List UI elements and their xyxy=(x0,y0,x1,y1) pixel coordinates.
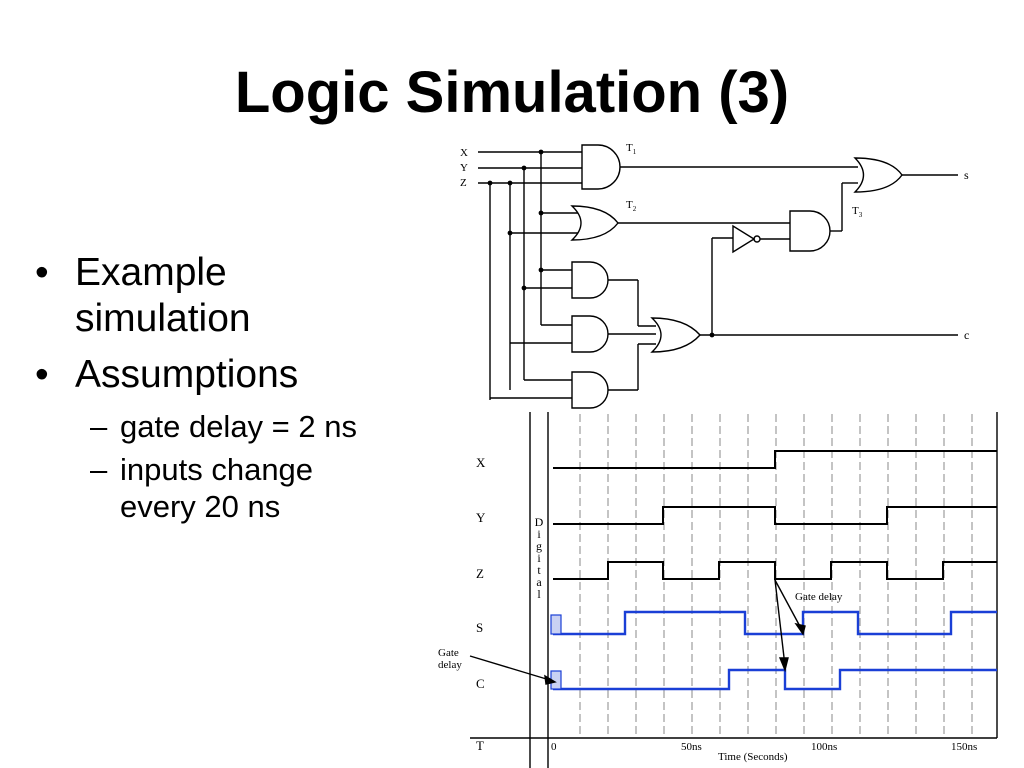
sub-bullet-text-line: gate delay = 2 ns xyxy=(120,409,357,444)
gate-label-t2: T2 xyxy=(626,199,637,213)
sub-bullet-text-line: every 20 ns xyxy=(120,489,281,524)
vertical-label-letter: D xyxy=(535,515,544,529)
x-axis-label: Time (Seconds) xyxy=(718,751,788,763)
slide-title: Logic Simulation (3) xyxy=(234,60,790,125)
x-tick-0: 0 xyxy=(551,741,557,753)
bullet-text-line: Example xyxy=(75,251,227,294)
vertical-label-letter: i xyxy=(537,527,541,541)
sub-bullet-gate-delay: – gate delay = 2 ns xyxy=(30,408,440,445)
waveform-y xyxy=(553,506,997,525)
x-tick-50ns: 50ns xyxy=(681,741,702,753)
output-label-s: s xyxy=(964,168,969,182)
x-tick-100ns: 100ns xyxy=(811,741,837,753)
waveform-x xyxy=(553,450,997,469)
waveform-s xyxy=(553,610,997,636)
signal-label-c: C xyxy=(476,676,485,691)
x-tick-150ns: 150ns xyxy=(951,741,977,753)
bullet-text-line: simulation xyxy=(75,297,251,340)
input-label-y: Y xyxy=(460,162,468,174)
bullet-list: • Example simulation • Assumptions – gat… xyxy=(30,250,440,531)
vertical-label-letter: t xyxy=(537,563,541,577)
signal-label-x: X xyxy=(476,455,486,470)
vertical-label-letter: i xyxy=(537,551,541,565)
signal-label-z: Z xyxy=(476,566,484,581)
annotation-gate-delay-left-1: Gate xyxy=(438,647,459,659)
signal-label-s: S xyxy=(476,620,483,635)
input-label-z: Z xyxy=(460,177,467,189)
signal-label-t: T xyxy=(476,738,484,753)
vertical-label-letter: g xyxy=(536,539,542,553)
annotation-gate-delay-left-2: delay xyxy=(438,659,462,671)
sub-bullet-text-line: inputs change xyxy=(120,452,314,487)
vertical-label-letter: l xyxy=(537,587,541,601)
vertical-label-letter: a xyxy=(536,575,542,589)
bullet-dot: • xyxy=(35,251,49,294)
waveform-c xyxy=(553,668,997,691)
gate-label-t3: T3 xyxy=(852,205,863,219)
sub-bullet-dash: – xyxy=(90,409,108,444)
input-label-x: X xyxy=(460,147,468,159)
bullet-example-simulation: • Example simulation xyxy=(30,250,440,342)
annotation-gate-delay: Gate delay xyxy=(795,591,843,603)
output-label-c: c xyxy=(964,328,969,342)
bullet-assumptions: • Assumptions xyxy=(30,352,440,398)
sub-bullet-dash: – xyxy=(90,452,108,487)
waveform-z xyxy=(553,561,997,580)
signal-label-y: Y xyxy=(476,510,486,525)
sub-bullet-inputs-change: – inputs change every 20 ns xyxy=(30,451,440,525)
bullet-text-line: Assumptions xyxy=(75,353,299,396)
gate-label-t1: T1 xyxy=(626,142,637,156)
bullet-dot: • xyxy=(35,353,49,396)
